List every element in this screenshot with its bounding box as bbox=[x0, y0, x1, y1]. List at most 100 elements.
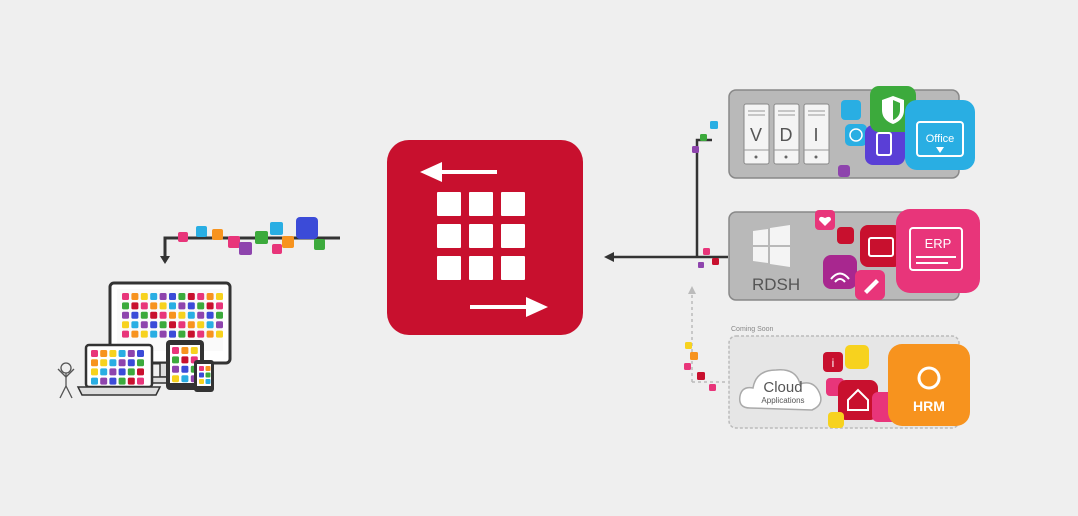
grid-cell bbox=[216, 330, 223, 338]
grid-cell bbox=[122, 321, 129, 329]
grid-cell bbox=[197, 330, 205, 338]
app-icon-small-purple bbox=[838, 165, 850, 177]
grid-cell bbox=[206, 311, 214, 319]
grid-cell bbox=[187, 293, 195, 300]
laptop-app-grid bbox=[91, 350, 144, 385]
grid-cell bbox=[159, 311, 167, 319]
rdsh-panel: RDSH ERP bbox=[728, 209, 980, 301]
grid-cell bbox=[131, 321, 139, 329]
grid-cell bbox=[178, 321, 186, 329]
coming-soon-label: Coming Soon bbox=[731, 326, 774, 333]
grid-cell bbox=[100, 359, 108, 367]
vdi-server-2 bbox=[773, 103, 800, 165]
grid-cell bbox=[181, 365, 189, 373]
user-figure bbox=[57, 362, 75, 399]
grid-cell bbox=[140, 302, 148, 310]
monitor-app-grid bbox=[122, 293, 223, 338]
grid-cell bbox=[172, 356, 179, 364]
grid-cell bbox=[187, 302, 195, 310]
grid-cell bbox=[131, 302, 139, 310]
grid-cell bbox=[181, 356, 189, 364]
wifi-app-icon bbox=[823, 255, 857, 289]
grid-cell bbox=[205, 379, 211, 384]
grid-cell bbox=[118, 359, 126, 367]
grid-cell bbox=[140, 330, 148, 338]
main-connector bbox=[604, 121, 728, 391]
grid-cell bbox=[169, 330, 176, 338]
grid-cell bbox=[187, 321, 195, 329]
grid-cell bbox=[187, 311, 195, 319]
grid-cell bbox=[127, 377, 135, 385]
rdsh-label: RDSH bbox=[752, 275, 800, 294]
grid-cell bbox=[469, 192, 493, 216]
grid-cell bbox=[91, 350, 98, 357]
cloud-subtitle: Applications bbox=[761, 396, 804, 405]
vdi-letter-i: I bbox=[813, 125, 818, 145]
grid-cell bbox=[159, 293, 167, 300]
grid-cell bbox=[197, 321, 205, 329]
erp-label: ERP bbox=[925, 236, 952, 251]
mobile-app-icon bbox=[865, 125, 905, 165]
grid-cell bbox=[501, 224, 525, 248]
grid-cell bbox=[172, 375, 179, 383]
cloud-icon bbox=[738, 369, 822, 411]
grid-cell bbox=[169, 321, 176, 329]
grid-cell bbox=[159, 302, 167, 310]
cloud-panel: Coming Soon Cloud Applications i HRM bbox=[728, 326, 970, 429]
grid-cell bbox=[172, 347, 179, 354]
grid-cell bbox=[181, 347, 189, 354]
grid-cell bbox=[137, 359, 144, 367]
central-hub bbox=[387, 140, 583, 335]
hrm-app-icon bbox=[888, 344, 970, 426]
grid-cell bbox=[501, 256, 525, 280]
grid-cell bbox=[137, 350, 144, 357]
grid-cell bbox=[91, 359, 98, 367]
grid-cell bbox=[169, 293, 176, 300]
grid-cell bbox=[100, 350, 108, 357]
grid-cell bbox=[178, 293, 186, 300]
grid-cell bbox=[137, 377, 144, 385]
office-app-icon bbox=[905, 100, 975, 170]
grid-cell bbox=[169, 302, 176, 310]
grid-cell bbox=[122, 293, 129, 300]
grid-cell bbox=[206, 330, 214, 338]
grid-cell bbox=[181, 375, 189, 383]
grid-cell bbox=[469, 256, 493, 280]
grid-cell bbox=[178, 311, 186, 319]
grid-cell bbox=[216, 311, 223, 319]
grid-icon bbox=[437, 192, 525, 280]
grid-cell bbox=[118, 350, 126, 357]
tablet-app-grid bbox=[172, 347, 198, 383]
grid-cell bbox=[437, 192, 461, 216]
grid-cell bbox=[100, 368, 108, 376]
devices-connector-line bbox=[163, 236, 340, 262]
grid-cell bbox=[437, 256, 461, 280]
grid-cell bbox=[197, 302, 205, 310]
grid-cell bbox=[109, 377, 117, 385]
grid-cell bbox=[206, 302, 214, 310]
grid-cell bbox=[205, 372, 211, 378]
erp-app-icon bbox=[896, 209, 980, 293]
grid-cell bbox=[122, 330, 129, 338]
grid-cell bbox=[91, 368, 98, 376]
grid-cell bbox=[199, 366, 204, 371]
vdi-letter-d: D bbox=[780, 125, 793, 145]
grid-cell bbox=[109, 350, 117, 357]
windows-logo-icon bbox=[753, 225, 790, 267]
grid-cell bbox=[127, 359, 135, 367]
grid-cell bbox=[150, 321, 158, 329]
vdi-letter-v: V bbox=[750, 125, 762, 145]
grid-cell bbox=[118, 368, 126, 376]
svg-text:i: i bbox=[832, 356, 835, 370]
grid-cell bbox=[197, 311, 205, 319]
grid-cell bbox=[469, 224, 493, 248]
grid-cell bbox=[118, 377, 126, 385]
grid-cell bbox=[150, 293, 158, 300]
grid-cell bbox=[127, 368, 135, 376]
grid-cell bbox=[187, 330, 195, 338]
grid-cell bbox=[127, 350, 135, 357]
end-user-devices bbox=[57, 217, 340, 399]
grid-cell bbox=[159, 330, 167, 338]
app-icon-tool bbox=[837, 227, 854, 244]
